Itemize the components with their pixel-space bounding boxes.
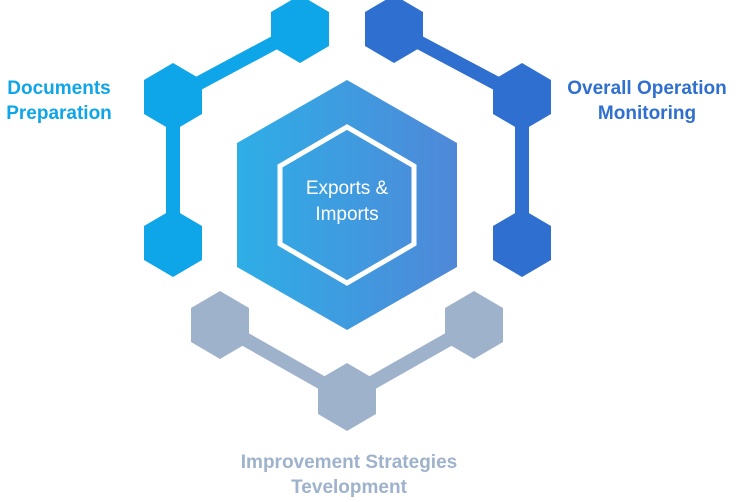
monitoring-label-line2: Monitoring [597, 103, 697, 124]
hexagon-node [144, 63, 202, 131]
hexagon-node [493, 209, 551, 277]
improvement-label-line1: Improvement Strategies [240, 452, 458, 473]
center-hexagon [237, 80, 457, 330]
center-hexagon-border [277, 124, 417, 286]
monitoring-connector [365, 0, 551, 277]
improvement-connector [191, 291, 503, 431]
hexagon-node [445, 291, 503, 359]
overall-operation-monitoring-label: Overall Operation Monitoring [556, 76, 738, 126]
hexagon-node [493, 63, 551, 131]
center-label-line1: Exports & [305, 178, 389, 199]
center-label: Exports & Imports [272, 176, 422, 228]
monitoring-label-line1: Overall Operation [567, 78, 727, 99]
documents-label-line1: Documents [7, 78, 111, 99]
documents-label-line2: Preparation [6, 103, 112, 124]
improvement-label-line2: Tevelopment [291, 477, 407, 498]
hexagon-node [365, 0, 423, 63]
center-label-line2: Imports [315, 204, 379, 225]
documents-preparation-label: Documents Preparation [0, 76, 118, 126]
improvement-strategies-label: Improvement Strategies Tevelopment [210, 450, 488, 500]
hexagon-node [318, 363, 376, 431]
documents-connector [144, 0, 329, 277]
hexagon-node [271, 0, 329, 63]
hexagon-node [191, 291, 249, 359]
hexagon-node [144, 209, 202, 277]
